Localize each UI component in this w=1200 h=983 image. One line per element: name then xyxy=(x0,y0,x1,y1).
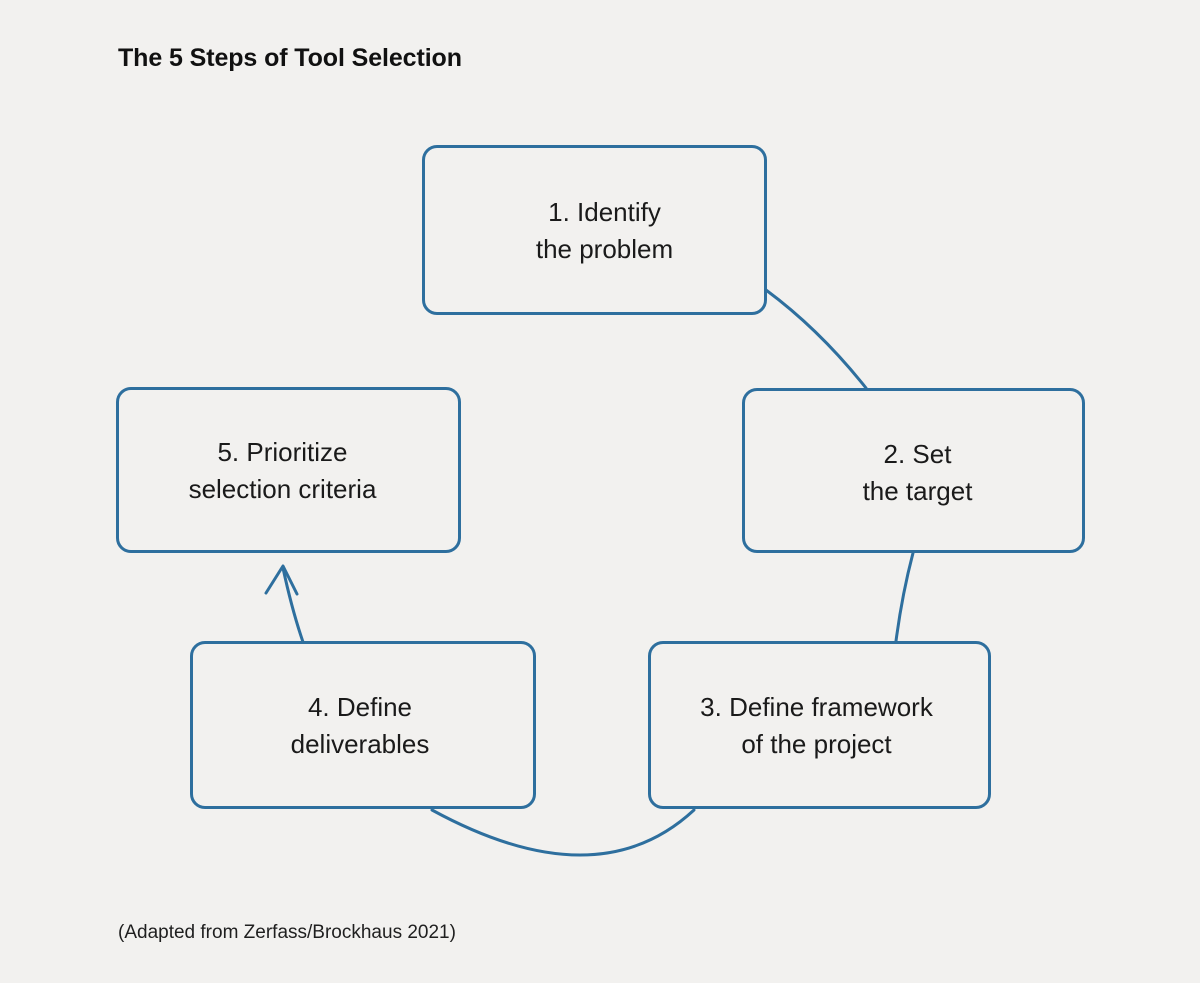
page-title: The 5 Steps of Tool Selection xyxy=(118,44,462,72)
step-box-1-identify-the-problem[interactable]: 1. Identify the problem xyxy=(422,145,767,315)
step-box-3-define-framework-of-the-project[interactable]: 3. Define framework of the project xyxy=(648,641,991,809)
step-box-4-define-deliverables[interactable]: 4. Define deliverables xyxy=(190,641,536,809)
step-2-label: 2. Set the target xyxy=(862,438,973,506)
source-caption: (Adapted from Zerfass/Brockhaus 2021) xyxy=(118,922,456,943)
connector-1-to-2 xyxy=(764,288,868,390)
step-box-5-prioritize-selection-criteria[interactable]: 5. Prioritize selection criteria xyxy=(116,387,461,553)
connector-3-to-4 xyxy=(430,808,696,857)
step-3-label: 3. Define framework of the project xyxy=(700,692,933,759)
step-box-2-set-the-target[interactable]: 2. Set the target xyxy=(742,388,1085,553)
step-1-label: 1. Identify the problem xyxy=(535,197,674,264)
step-5-label: 5. Prioritize selection criteria xyxy=(188,437,377,504)
arrowhead-icon xyxy=(264,564,299,596)
step-4-label: 4. Define deliverables xyxy=(290,692,430,759)
connector-2-to-3 xyxy=(894,551,915,643)
connector-4-to-5 xyxy=(281,566,305,644)
